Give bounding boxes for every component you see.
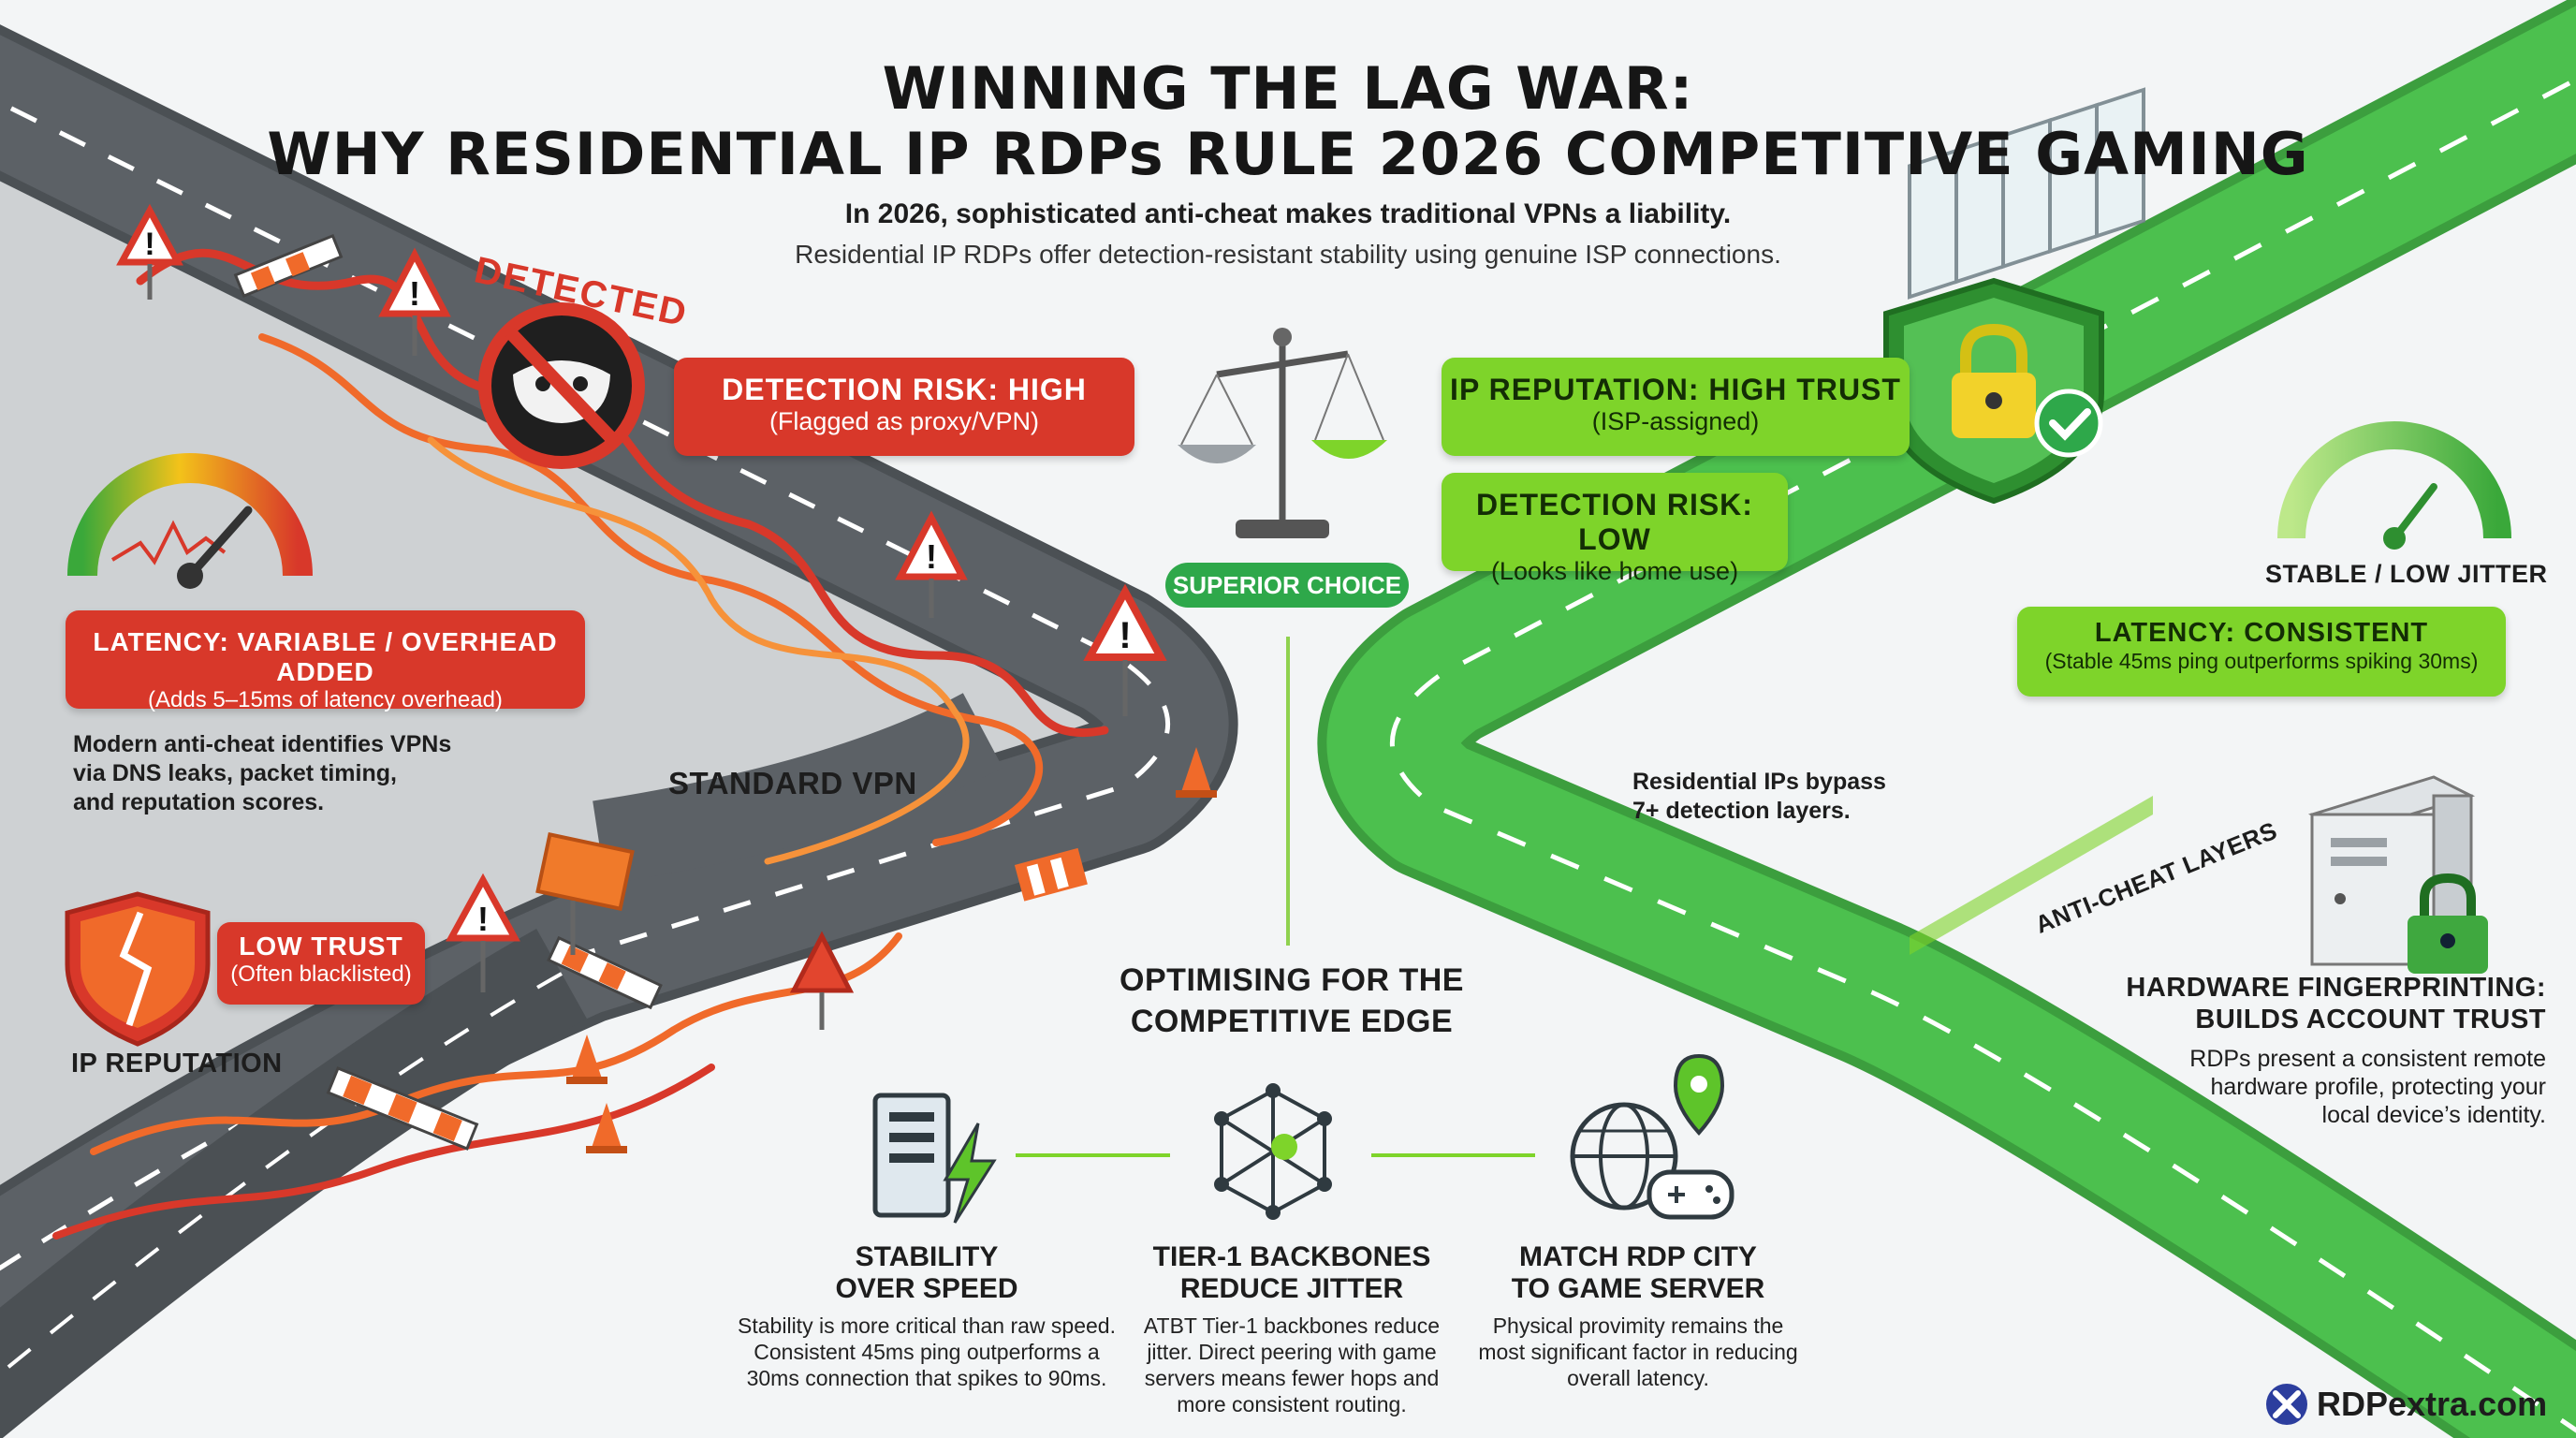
low-trust-detail: (Often blacklisted) — [230, 961, 412, 987]
bypass-text: Residential IPs bypass 7+ detection laye… — [1632, 768, 1941, 826]
hardware-title-line: HARDWARE FINGERPRINTING: — [2126, 973, 2546, 1003]
footer-text-line: Consistent 45ms ping outperforms a — [754, 1340, 1100, 1364]
globe-pin-gamepad-icon — [1570, 1053, 1734, 1220]
footer-text-line: Physical provimity remains the — [1492, 1313, 1784, 1338]
footer-text-line: most significant factor in reducing — [1478, 1340, 1798, 1364]
ip-reputation-high-callout: IP REPUTATION: HIGH TRUST (ISP-assigned) — [1442, 358, 1910, 456]
residential-rdp-road — [1317, 0, 2576, 1438]
hardware-text-line: RDPs present a consistent remote — [2189, 1046, 2546, 1072]
footer-text-line: more consistent routing. — [1177, 1392, 1407, 1416]
latency-consistent-callout: LATENCY: CONSISTENT (Stable 45ms ping ou… — [2017, 607, 2506, 697]
anticheat-text-line: Modern anti-cheat identifies VPNs — [73, 731, 452, 757]
footer-text-line: ATBT Tier-1 backbones reduce — [1143, 1313, 1441, 1338]
anticheat-text-line: and reputation scores. — [73, 789, 325, 815]
detection-risk-high-callout: DETECTION RISK: HIGH (Flagged as proxy/V… — [674, 358, 1134, 456]
footer-text-line: 30ms connection that spikes to 90ms. — [746, 1366, 1107, 1390]
hardware-text-line: local device’s identity. — [2321, 1102, 2546, 1128]
footer-text-line: jitter. Direct peering with game — [1147, 1340, 1437, 1364]
barrier-icon — [233, 233, 1088, 1151]
server-lightning-icon — [872, 1093, 997, 1224]
broken-shield-icon — [65, 891, 211, 1047]
bypass-text-line: Residential IPs bypass — [1632, 769, 1886, 795]
footer-text-line: overall latency. — [1567, 1366, 1709, 1390]
check-icon — [2034, 389, 2103, 458]
ip-reputation-detail: (ISP-assigned) — [1591, 407, 1760, 435]
latency-variable-heading: LATENCY: VARIABLE / OVERHEAD ADDED — [93, 627, 558, 686]
detection-risk-heading: DETECTION RISK: HIGH — [722, 373, 1087, 406]
standard-vpn-label: STANDARD VPN — [668, 766, 917, 800]
warning-icon: ! — [116, 203, 183, 300]
standard-vpn-road — [0, 24, 1238, 1438]
traffic-cone-icon — [566, 747, 1217, 1153]
warning-icon: ! — [895, 510, 968, 618]
latency-variable-callout: LATENCY: VARIABLE / OVERHEAD ADDED (Adds… — [66, 610, 585, 712]
optimising-heading-line: COMPETITIVE EDGE — [1130, 1004, 1454, 1039]
warning-icon — [789, 931, 855, 1030]
bypass-text-line: 7+ detection layers. — [1632, 798, 1851, 824]
footer-stability-column: STABILITY OVER SPEED Stability is more c… — [721, 1241, 1133, 1391]
page-title-line2: WHY RESIDENTIAL IP RDPs RULE 2026 COMPET… — [267, 120, 2309, 188]
low-trust-callout: LOW TRUST (Often blacklisted) — [217, 922, 425, 1005]
brand-logo-icon — [2266, 1384, 2307, 1425]
hardware-title-line: BUILDS ACCOUNT TRUST — [2195, 1005, 2546, 1034]
footer-backbone-column: TIER-1 BACKBONES REDUCE JITTER ATBT Tier… — [1105, 1241, 1479, 1417]
page-title-line1: WINNING THE LAG WAR: — [882, 54, 1694, 123]
latency-consistent-heading: LATENCY: CONSISTENT — [2094, 618, 2429, 648]
detection-risk-low-callout: DETECTION RISK: LOW (Looks like home use… — [1442, 473, 1788, 585]
detection-risk-low-detail: (Looks like home use) — [1490, 557, 1739, 585]
warning-icon: ! — [378, 247, 451, 356]
footer-title-line: STABILITY — [855, 1241, 999, 1272]
firewall-layers-icon — [1908, 87, 2153, 955]
anticheat-text-line: via DNS leaks, packet timing, — [73, 760, 397, 786]
footer-title-line: REDUCE JITTER — [1179, 1273, 1404, 1304]
optimising-heading-line: OPTIMISING FOR THE — [1120, 962, 1464, 998]
gauge-icon — [67, 453, 313, 589]
balance-scale-icon — [1178, 328, 1387, 538]
page-subtitle-line1: In 2026, sophisticated anti-cheat makes … — [844, 198, 1732, 229]
svg-text:!: ! — [477, 900, 489, 938]
anticheat-text: Modern anti-cheat identifies VPNs via DN… — [73, 730, 541, 817]
brand-logo[interactable]: RDPextra.com — [2251, 1376, 2560, 1432]
gauge-icon — [2277, 421, 2511, 550]
footer-text-line: servers means fewer hops and — [1144, 1366, 1440, 1390]
svg-text:!: ! — [926, 537, 937, 576]
footer-title-line: TIER-1 BACKBONES — [1152, 1241, 1431, 1272]
page-subtitle-line2: Residential IP RDPs offer detection-resi… — [795, 240, 1781, 269]
detected-mask-icon — [478, 302, 645, 469]
detection-risk-detail: (Flagged as proxy/VPN) — [768, 407, 1040, 435]
detour-sign-icon — [535, 831, 635, 955]
svg-text:!: ! — [409, 274, 420, 313]
footer-title-line: MATCH RDP CITY — [1519, 1241, 1757, 1272]
server-lock-icon — [2307, 775, 2488, 974]
ip-reputation-heading: IP REPUTATION: HIGH TRUST — [1450, 373, 1901, 406]
warning-icon: ! — [446, 873, 520, 992]
latency-consistent-detail: (Stable 45ms ping outperforms spiking 30… — [2044, 649, 2479, 673]
hardware-fingerprinting-block: HARDWARE FINGERPRINTING: BUILDS ACCOUNT … — [2097, 972, 2546, 1129]
optimising-heading: OPTIMISING FOR THE COMPETITIVE EDGE — [1086, 960, 1498, 1042]
warning-icon: ! — [1083, 583, 1167, 716]
brand-name: RDPextra.com — [2317, 1385, 2548, 1423]
superior-choice-badge: SUPERIOR CHOICE — [1165, 563, 1409, 608]
footer-text-line: Stability is more critical than raw spee… — [738, 1313, 1116, 1338]
low-trust-heading: LOW TRUST — [239, 932, 403, 961]
footer-title-line: TO GAME SERVER — [1511, 1273, 1765, 1304]
detection-risk-low-heading: DETECTION RISK: LOW — [1476, 488, 1753, 556]
svg-text:!: ! — [1119, 615, 1131, 656]
hardware-text-line: hardware profile, protecting your — [2210, 1074, 2546, 1100]
latency-variable-detail: (Adds 5–15ms of latency overhead) — [148, 687, 503, 712]
stable-low-jitter-label: STABLE / LOW JITTER — [2265, 560, 2548, 588]
svg-text:!: ! — [144, 227, 154, 262]
network-mesh-icon — [1214, 1083, 1332, 1220]
footer-title-line: OVER SPEED — [835, 1273, 1018, 1304]
ip-reputation-label: IP REPUTATION — [71, 1049, 283, 1078]
footer-city-column: MATCH RDP CITY TO GAME SERVER Physical p… — [1470, 1241, 1807, 1391]
